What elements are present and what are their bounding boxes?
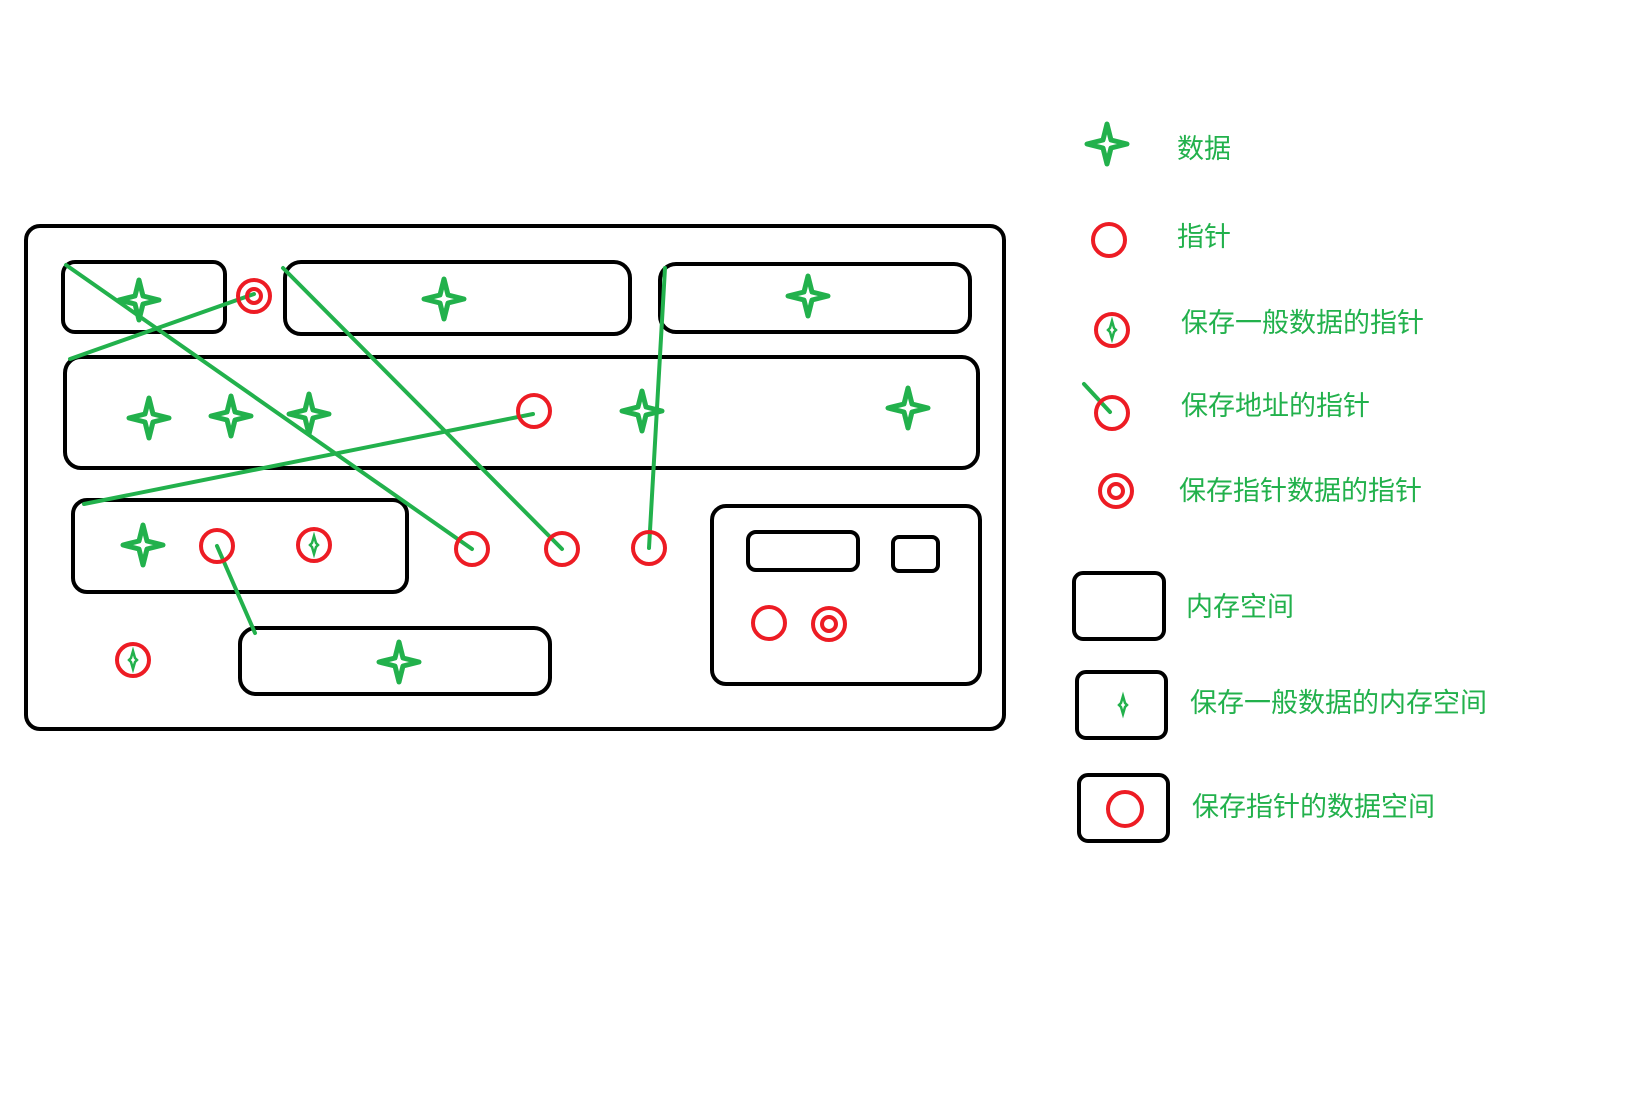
- pointer-links: [64, 263, 667, 635]
- pointers: [115, 278, 847, 678]
- data-star-icon: [788, 276, 828, 316]
- pointer-data-pointer-icon: [811, 606, 847, 642]
- legend-data-star-icon: [1087, 124, 1127, 164]
- memory-block-lower-left: [71, 498, 409, 594]
- legend-pointer-data-pointer-icon: [1098, 473, 1134, 509]
- legend-memory-space-icon: [1072, 571, 1166, 641]
- legend-general-data-pointer-icon: [1094, 312, 1130, 348]
- general-data-pointer-icon: [296, 527, 332, 563]
- memory-block-bottom: [238, 626, 552, 696]
- legend-label-pointer-data-space: 保存指针的数据空间: [1192, 792, 1435, 823]
- legend-label-general-data-memory-space: 保存一般数据的内存空间: [1190, 688, 1487, 719]
- nested-space-a: [746, 530, 860, 572]
- legend-label-general-data-pointer: 保存一般数据的指针: [1181, 308, 1424, 339]
- legend-general-data-space-icon: [1075, 670, 1168, 740]
- pointer-data-pointer-icon: [236, 278, 272, 314]
- data-star-icon: [289, 394, 329, 434]
- memory-space-outer: [24, 224, 1006, 731]
- memory-block-wide: [63, 355, 980, 470]
- data-star-icon: [129, 398, 169, 438]
- legend-label-pointer-data-pointer: 保存指针数据的指针: [1179, 476, 1422, 507]
- pointer-icon: [454, 531, 490, 567]
- nested-space-b: [891, 535, 940, 573]
- memory-block-top-middle: [283, 260, 632, 336]
- legend-pointer-icon: [1091, 222, 1127, 258]
- pointer-icon: [516, 393, 552, 429]
- pointer-icon: [199, 528, 235, 564]
- legend-label-memory-space: 内存空间: [1186, 592, 1294, 623]
- legend-address-link-icon: [1082, 382, 1112, 414]
- pointer-icon: [544, 531, 580, 567]
- legend-label-data: 数据: [1177, 134, 1231, 165]
- data-star-icon: [888, 388, 928, 428]
- data-star-icon: [379, 642, 419, 682]
- pointer-icon: [631, 530, 667, 566]
- legend-address-pointer-icon: [1094, 395, 1130, 431]
- pointer-icon: [751, 605, 787, 641]
- data-star-icon: [123, 525, 163, 565]
- legend-label-address-pointer: 保存地址的指针: [1181, 391, 1370, 422]
- memory-block-top-right: [658, 262, 972, 334]
- data-star-icon: [211, 396, 251, 436]
- data-star-icon: [119, 280, 159, 320]
- legend-label-pointer: 指针: [1177, 222, 1231, 253]
- memory-block-lower-right: [710, 504, 982, 686]
- general-data-pointer-icon: [115, 642, 151, 678]
- legend-symbols: [1072, 124, 1170, 843]
- data-stars: [119, 276, 928, 682]
- data-star-icon: [424, 279, 464, 319]
- legend-pointer-space-icon: [1077, 773, 1170, 843]
